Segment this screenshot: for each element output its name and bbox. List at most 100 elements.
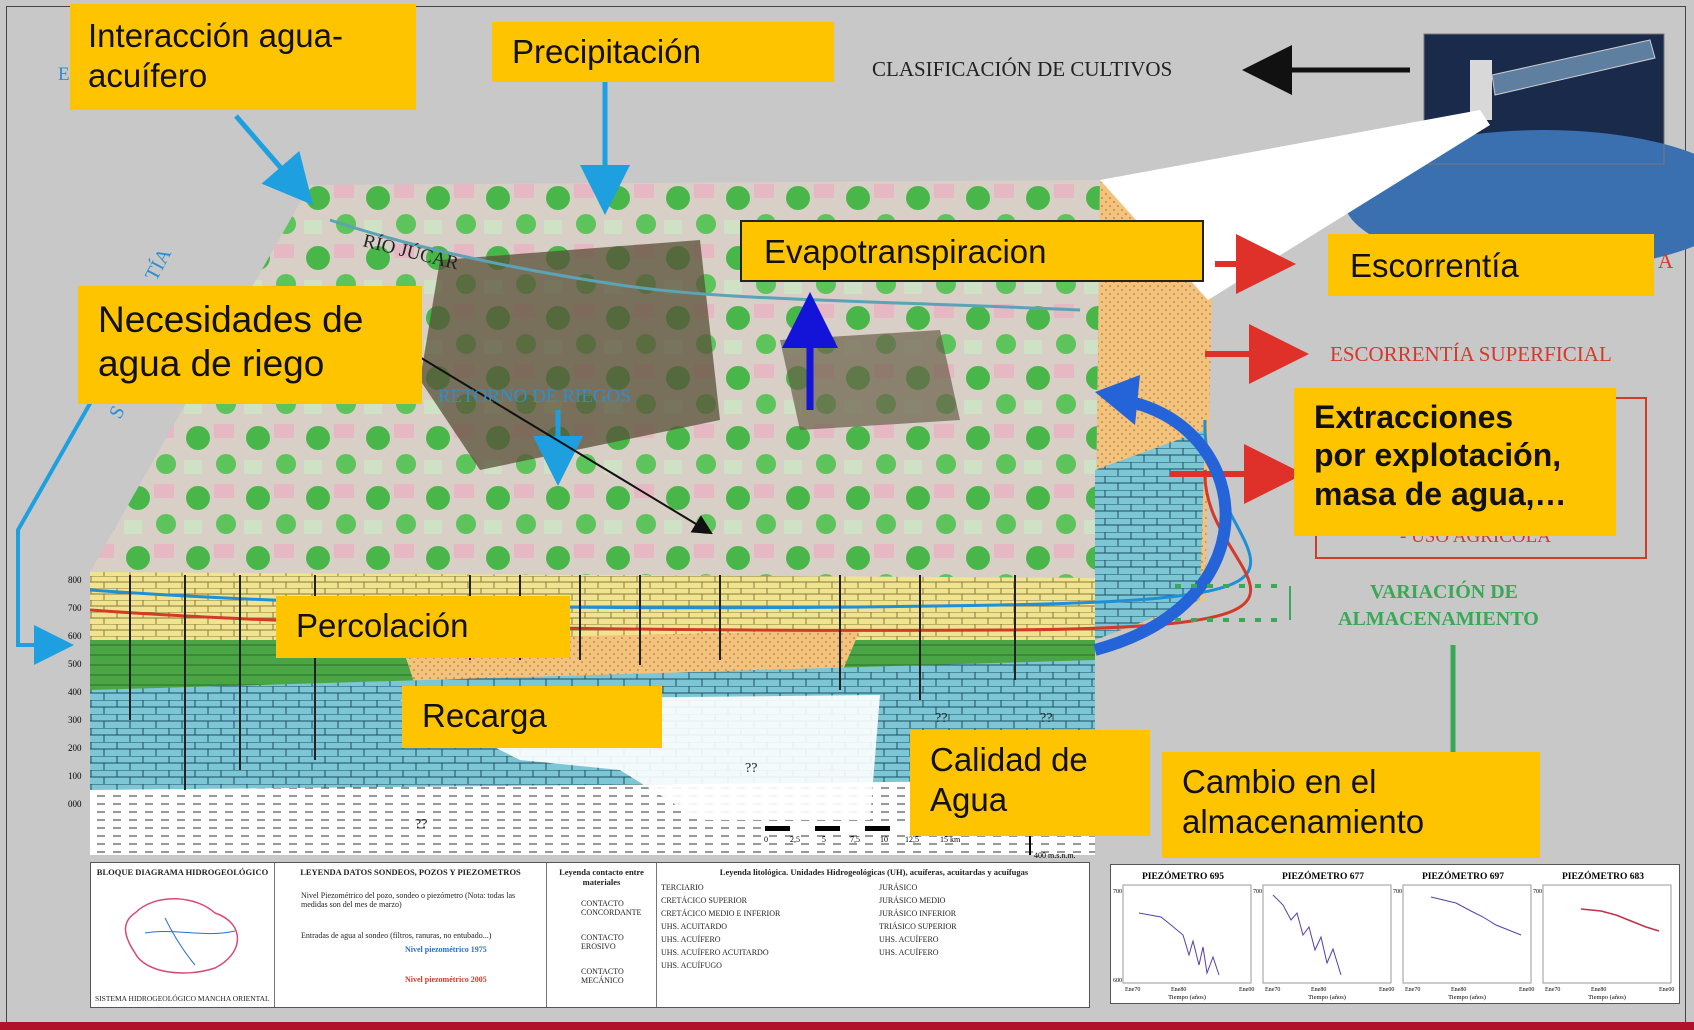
- label-water-aquifer-interaction: Interacción agua- acuífero: [70, 4, 416, 110]
- legend-line-1975: Nivel piezométrico 1975: [405, 945, 487, 954]
- legend-era: JURÁSICO INFERIOR: [879, 909, 957, 918]
- legend-era: CRETÁCICO MEDIO E INFERIOR: [661, 909, 781, 918]
- piezometer-x-tick: Ene70: [1125, 987, 1140, 993]
- legend-era: JURÁSICO MEDIO: [879, 896, 946, 905]
- piezometer-panel: PIEZÓMETRO 695 700 600 Ene70 Ene80 Ene00…: [1110, 864, 1680, 1004]
- piezometer-y-tick: 700: [1113, 889, 1122, 895]
- label-runoff: Escorrentía: [1328, 234, 1654, 296]
- crop-classification-label: CLASIFICACIÓN DE CULTIVOS: [872, 57, 1172, 81]
- label-storage-change: Cambio en el almacenamiento: [1162, 752, 1540, 858]
- elevation-tick: 400: [68, 687, 82, 697]
- elevation-tick: 300: [68, 715, 82, 725]
- elevation-tick: 100: [68, 771, 82, 781]
- unknown-mark: ??: [745, 761, 757, 776]
- legend-tag: UHS. ACUÍFERO: [879, 935, 939, 944]
- dark-vegetation-zone: [420, 240, 720, 470]
- legend-wells: LEYENDA DATOS SONDEOS, POZOS Y PIEZOMETR…: [275, 863, 547, 1007]
- elevation-axis: 800 700 600 500 400 300 200 100 000: [68, 575, 82, 809]
- interaction-arrow: [234, 114, 314, 206]
- piezometer-y-tick: 700: [1253, 889, 1262, 895]
- legend-item: CONTACTO CONCORDANTE: [581, 899, 642, 917]
- piezometer-x-label: Tiempo (años): [1308, 994, 1346, 1001]
- hydrogeological-legend: BLOQUE DIAGRAMA HIDROGEOLÓGICO SISTEMA H…: [90, 862, 1090, 1008]
- unknown-mark: ??: [415, 817, 427, 832]
- label-precipitation: Precipitación: [492, 22, 834, 82]
- legend-lithology: Leyenda litológica. Unidades Hidrogeológ…: [657, 863, 1091, 1007]
- lateral-inflow-arrow: [16, 399, 94, 665]
- scale-tick: 5: [822, 835, 826, 844]
- elevation-tick: 200: [68, 743, 82, 753]
- storage-exchange-arrow: [1093, 394, 1232, 656]
- label-extractions: Extracciones por explotación, masa de ag…: [1294, 388, 1616, 536]
- legend-line-2005: Nivel piezométrico 2005: [405, 975, 487, 984]
- label-evapotranspiration: Evapotranspiracion: [740, 220, 1204, 282]
- legend-tag: UHS. ACUÍFERO: [879, 948, 939, 957]
- dark-field-patch: [780, 330, 960, 430]
- piezometer-x-label: Tiempo (años): [1448, 994, 1486, 1001]
- piezometer-chart-683: PIEZÓMETRO 683 700 Ene70 Ene80 Ene00 Tie…: [1533, 870, 1674, 1001]
- piezometer-chart-677: PIEZÓMETRO 677 700 Ene70 Ene80 Ene00 Tie…: [1253, 870, 1394, 1001]
- unknown-mark: ??: [1040, 711, 1052, 726]
- legend-tag: UHS. ACUITARDO: [661, 922, 728, 931]
- piezometer-x-tick: Ene80: [1591, 987, 1606, 993]
- unknown-mark: ??: [935, 711, 947, 726]
- bottom-accent-line: [0, 1022, 1694, 1030]
- piezometer-x-tick: Ene00: [1659, 987, 1674, 993]
- irrigation-needs-arrow: [407, 349, 713, 535]
- scale-tick: 2,5: [790, 835, 800, 844]
- elevation-tick: 000: [68, 799, 82, 809]
- legend-item: CONTACTO MECÁNICO: [581, 967, 624, 985]
- partial-letter: TÍA: [140, 244, 176, 285]
- river-jucar-line: [329, 218, 1081, 312]
- piezometer-chart-697: PIEZÓMETRO 697 700 Ene70 Ene80 Ene00 Tie…: [1393, 870, 1534, 1001]
- label-recharge: Recarga: [402, 686, 662, 748]
- piezometer-x-label: Tiempo (años): [1168, 994, 1206, 1001]
- piezometer-x-tick: Ene80: [1171, 987, 1186, 993]
- storage-variation-label-1: VARIACIÓN DE: [1370, 579, 1518, 603]
- piezometer-title: PIEZÓMETRO 697: [1422, 870, 1504, 882]
- legend-tag: UHS. ACUÍFERO: [661, 935, 721, 944]
- storage-variation-label-2: ALMACENAMIENTO: [1338, 608, 1539, 630]
- piezometer-x-tick: Ene00: [1379, 987, 1394, 993]
- legend-era: TERCIARIO: [661, 883, 704, 892]
- partial-letter: A: [1658, 249, 1674, 273]
- surface-runoff-label: ESCORRENTÍA SUPERFICIAL: [1330, 342, 1612, 366]
- label-percolation: Percolación: [276, 596, 570, 658]
- piezometer-x-label: Tiempo (años): [1588, 994, 1626, 1001]
- piezometer-title: PIEZÓMETRO 677: [1282, 870, 1364, 882]
- system-map-outline: [124, 898, 239, 974]
- scale-tick: 15 km: [940, 835, 961, 844]
- piezometer-chart-695: PIEZÓMETRO 695 700 600 Ene70 Ene80 Ene00…: [1113, 870, 1254, 1001]
- piezometer-x-tick: Ene70: [1265, 987, 1280, 993]
- legend-era: CRETÁCICO SUPERIOR: [661, 896, 748, 905]
- well-lines: [129, 575, 1016, 790]
- elevation-tick: 800: [68, 575, 82, 585]
- legend-item: Entradas de agua al sondeo (filtros, ran…: [301, 931, 492, 940]
- scale-tick: 10: [880, 835, 888, 844]
- legend-block-diagram: BLOQUE DIAGRAMA HIDROGEOLÓGICO SISTEMA H…: [91, 863, 275, 1007]
- piezometer-title: PIEZÓMETRO 695: [1142, 870, 1224, 882]
- piezometer-x-tick: Ene00: [1519, 987, 1534, 993]
- scale-tick: 0: [764, 835, 768, 844]
- piezometer-title: PIEZÓMETRO 683: [1562, 870, 1644, 882]
- scale-tick: 12,5: [905, 835, 919, 844]
- piezometer-x-tick: Ene70: [1545, 987, 1560, 993]
- legend-title: BLOQUE DIAGRAMA HIDROGEOLÓGICO: [96, 867, 269, 877]
- scale-tick: 7,5: [850, 835, 860, 844]
- piezometer-y-tick: 700: [1393, 889, 1402, 895]
- piezometer-charts: PIEZÓMETRO 695 700 600 Ene70 Ene80 Ene00…: [1113, 870, 1674, 1001]
- elevation-tick: 500: [68, 659, 82, 669]
- legend-title: Leyenda contacto entre materiales: [559, 867, 644, 887]
- legend-title: LEYENDA DATOS SONDEOS, POZOS Y PIEZOMETR…: [300, 867, 521, 877]
- legend-item: Nivel Piezométrico del pozo, sondeo o pi…: [301, 891, 516, 909]
- label-irrigation-needs: Necesidades de agua de riego: [78, 286, 422, 404]
- legend-title: Leyenda litológica. Unidades Hidrogeológ…: [719, 867, 1029, 877]
- legend-contacts: Leyenda contacto entre materiales CONTAC…: [547, 863, 657, 1007]
- piezometer-x-tick: Ene80: [1311, 987, 1326, 993]
- legend-tag: UHS. ACUÍFERO ACUITARDO: [661, 948, 769, 957]
- storage-exchange-arrowhead: [1095, 375, 1140, 425]
- legend-footer: SISTEMA HIDROGEOLÓGICO MANCHA ORIENTAL: [95, 994, 270, 1003]
- elevation-tick: 700: [68, 603, 82, 613]
- piezometer-x-tick: Ene70: [1405, 987, 1420, 993]
